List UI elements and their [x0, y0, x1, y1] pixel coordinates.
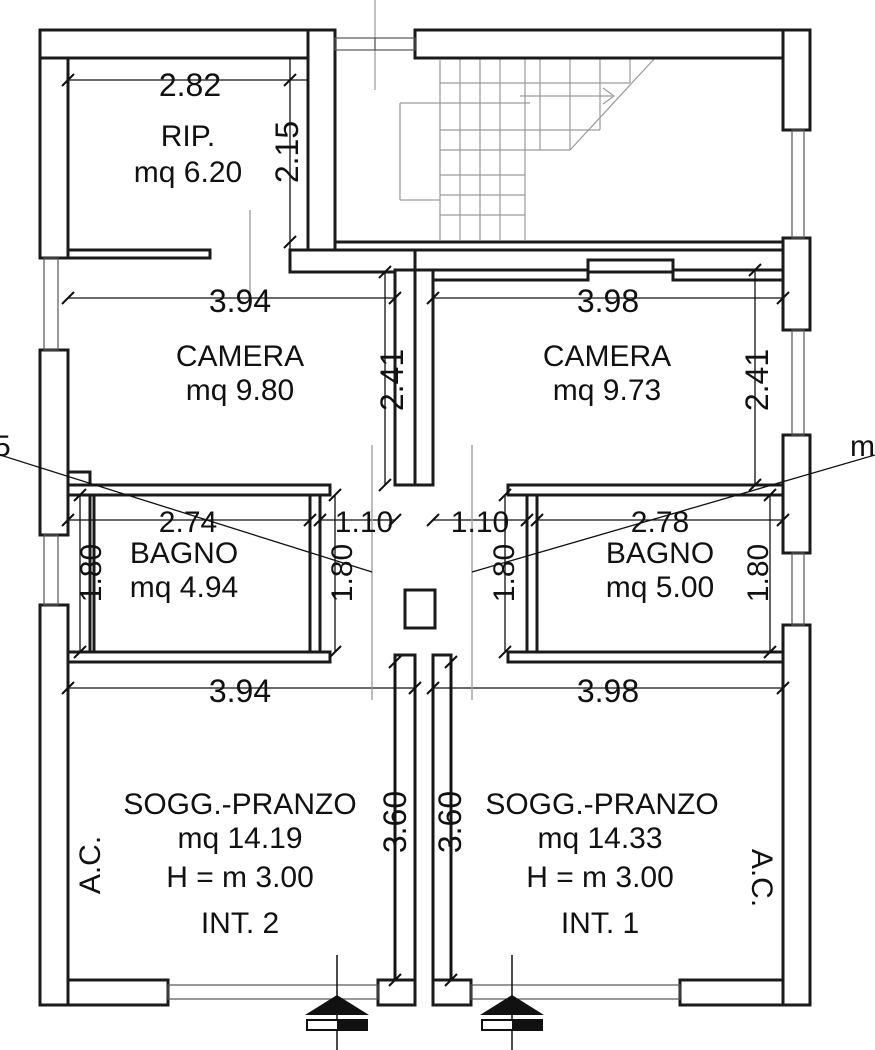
dim-camera-right-width: 3.98	[577, 283, 639, 319]
room-labels: RIP. mq 6.20 CAMERA mq 9.80 CAMERA mq 9.…	[123, 120, 718, 940]
entrance-marker-int2	[305, 955, 369, 1050]
ac-left-label: A.C.	[74, 836, 107, 894]
entrance-marker-int1	[480, 955, 544, 1050]
dim-camera-left-depth: 2.41	[374, 349, 410, 411]
edge-labels: A.C. A.C. 5 m	[0, 430, 875, 907]
room-sogg-left-area: mq 14.19	[177, 822, 302, 855]
dim-rip-width: 2.82	[159, 67, 221, 103]
dim-bagno-left-inner-depth: 1.80	[326, 544, 359, 602]
dimension-ticks	[61, 73, 790, 987]
room-camera-left-name: CAMERA	[176, 340, 304, 373]
room-bagno-left-area: mq 4.94	[130, 571, 238, 604]
room-bagno-left-name: BAGNO	[130, 537, 238, 570]
room-sogg-right-name: SOGG.-PRANZO	[485, 788, 718, 821]
dimension-lines	[0, 58, 875, 980]
room-bagno-right-area: mq 5.00	[606, 571, 714, 604]
edge-left-label: 5	[0, 430, 11, 463]
room-rip-area: mq 6.20	[134, 156, 242, 189]
ac-right-label: A.C.	[745, 849, 778, 907]
dim-sogg-left-width: 3.94	[209, 673, 271, 709]
room-sogg-left-height: H = m 3.00	[166, 861, 314, 894]
dim-rip-depth: 2.15	[269, 121, 305, 183]
dim-sogg-right-width: 3.98	[577, 673, 639, 709]
dim-bagno-right-outer-depth: 1.80	[742, 544, 775, 602]
room-sogg-left-unit: INT. 2	[201, 907, 279, 940]
room-camera-left-area: mq 9.80	[186, 374, 294, 407]
dimension-labels: 2.82 2.15 3.94 3.98 2.41 2.41 2.74 1.10 …	[75, 67, 775, 853]
dim-sogg-right-depth: 3.60	[432, 791, 468, 853]
staircase	[374, 0, 656, 240]
windows	[43, 37, 805, 1000]
room-sogg-right-unit: INT. 1	[561, 907, 639, 940]
room-camera-right-name: CAMERA	[543, 340, 671, 373]
walls	[38, 28, 812, 1007]
dim-sogg-left-depth: 3.60	[377, 791, 413, 853]
dim-camera-right-depth: 2.41	[739, 349, 775, 411]
room-sogg-right-area: mq 14.33	[537, 822, 662, 855]
room-rip-name: RIP.	[161, 120, 215, 153]
room-camera-right-area: mq 9.73	[553, 374, 661, 407]
dim-bagno-left-outer-depth: 1.80	[75, 544, 108, 602]
room-bagno-right-name: BAGNO	[606, 537, 714, 570]
room-sogg-right-height: H = m 3.00	[526, 861, 674, 894]
dim-bagno-right-width: 2.78	[631, 506, 689, 539]
dim-bagno-right-inner-depth: 1.80	[488, 544, 521, 602]
dim-camera-left-width: 3.94	[209, 283, 271, 319]
edge-right-label: m	[850, 430, 875, 463]
dim-corridor-left-width: 1.10	[335, 506, 393, 539]
dim-corridor-right-width: 1.10	[451, 506, 509, 539]
room-sogg-left-name: SOGG.-PRANZO	[123, 788, 356, 821]
dim-bagno-left-width: 2.74	[159, 506, 217, 539]
